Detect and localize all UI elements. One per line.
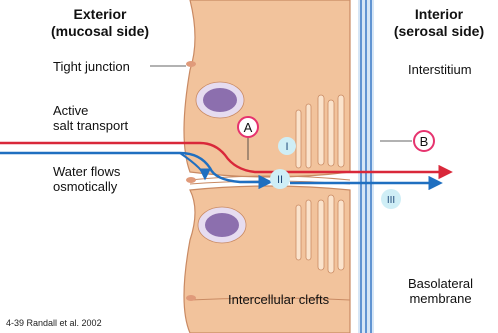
figure-credit: 4-39 Randall et al. 2002 [6, 318, 102, 329]
marker-b: B [380, 131, 434, 151]
basolateral-membrane-line1: Basolateral [408, 276, 473, 291]
marker-b-label: B [420, 134, 429, 149]
marker-a-label: A [244, 120, 253, 135]
active-salt-transport-line1: Active [53, 103, 128, 118]
marker-iii-label: III [387, 195, 395, 206]
basolateral-membrane-line2: membrane [408, 291, 473, 306]
water-flows-line1: Water flows [53, 164, 120, 179]
active-salt-transport-label: Active salt transport [53, 103, 128, 133]
intercellular-clefts-label: Intercellular clefts [228, 292, 329, 307]
marker-i: I [278, 137, 296, 155]
upper-nucleus [196, 82, 244, 118]
tight-junction-label: Tight junction [53, 59, 130, 74]
basolateral-membrane-label: Basolateral membrane [408, 276, 473, 306]
marker-ii: II [270, 169, 290, 189]
water-flows-label: Water flows osmotically [53, 164, 120, 194]
lower-nucleus [198, 207, 246, 243]
active-salt-transport-line2: salt transport [53, 118, 128, 133]
water-flows-line2: osmotically [53, 179, 120, 194]
lower-epithelial-cell [184, 186, 350, 333]
marker-i-label: I [285, 141, 288, 153]
marker-iii: III [381, 189, 401, 209]
interstitium-label: Interstitium [408, 62, 472, 77]
marker-ii-label: II [277, 174, 283, 186]
basolateral-membrane [358, 0, 374, 333]
